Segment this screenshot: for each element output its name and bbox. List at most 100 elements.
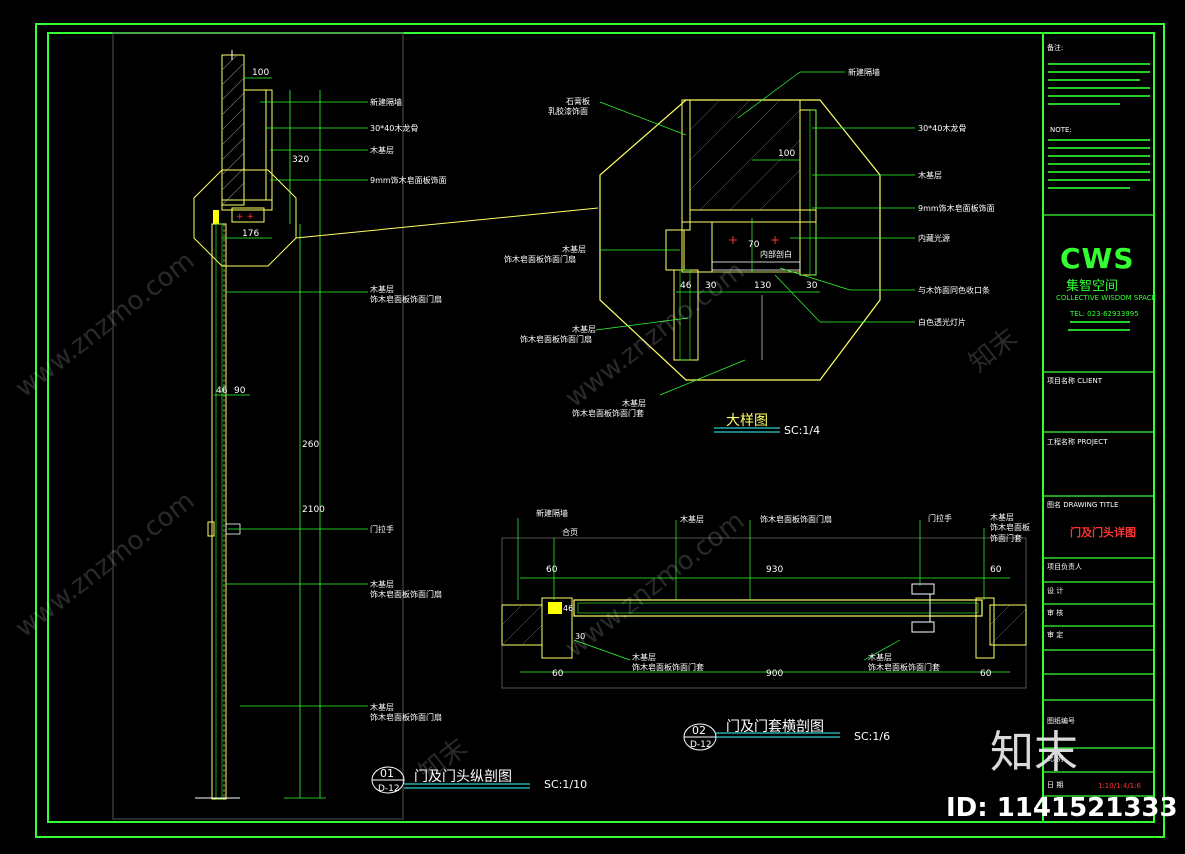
- view01-title-marker: [371, 766, 530, 794]
- view01-dimensions: [214, 77, 326, 799]
- dim-label: 100: [778, 149, 796, 159]
- annotation: 新建隔墙: [848, 68, 880, 77]
- view01-detail-callout: [193, 169, 297, 267]
- dim-label: 90: [234, 386, 246, 396]
- dim-label: 46: [680, 281, 692, 291]
- annotation: 30*40木龙骨: [370, 124, 419, 133]
- annotation: 门拉手: [370, 525, 394, 534]
- annotation: 石膏板: [566, 97, 590, 106]
- annotation: 木基层: [370, 703, 394, 712]
- annotation: 木基层: [370, 146, 394, 155]
- annotation: 木基层: [572, 325, 596, 334]
- check-label: 审 核: [1047, 609, 1064, 617]
- annotation: 木基层: [868, 653, 892, 662]
- company-name-cn: 集智空间: [1066, 279, 1119, 294]
- company-logo: CWS: [1060, 242, 1135, 275]
- drawn-label: 设 计: [1047, 587, 1064, 595]
- drawing-title-label: 图名 DRAWING TITLE: [1047, 501, 1119, 509]
- annotation: 乳胶漆饰面: [548, 107, 588, 116]
- dim-label: 320: [292, 155, 310, 165]
- annotation: 木基层: [370, 580, 394, 589]
- annotation: 木基层: [680, 515, 704, 524]
- view02-dimensions: [520, 577, 1010, 673]
- enlarged-title-underline: [714, 427, 780, 433]
- dim-label: 46: [563, 604, 574, 613]
- designer-label: 项目负责人: [1047, 563, 1082, 571]
- drawing-title: 门及门头详图: [1070, 526, 1136, 539]
- notes-text-lines: [1048, 63, 1150, 331]
- annotation: 木基层: [632, 653, 656, 662]
- enlarged-scale: SC:1/4: [784, 424, 821, 437]
- view02-geometry: [501, 583, 1027, 659]
- approve-label: 审 定: [1047, 631, 1064, 639]
- dim-label: 30: [575, 632, 586, 641]
- annotation: 饰木皂面板饰面门扇: [520, 335, 592, 344]
- annotation: 饰木皂面板饰面门扇: [370, 713, 442, 722]
- annotation: 木基层: [990, 513, 1014, 522]
- notes-en-header: NOTE:: [1050, 126, 1072, 134]
- dim-label: 2100: [302, 505, 325, 515]
- annotation: 饰木皂面板饰面门扇: [370, 590, 442, 599]
- view01-title: 门及门头纵剖图: [414, 769, 512, 785]
- outer-border: [35, 23, 1165, 838]
- view02-sheet-ref: D-12: [690, 740, 712, 750]
- view02-title-marker: [683, 723, 840, 751]
- annotation: 合页: [562, 528, 578, 537]
- view02-number: 02: [692, 724, 706, 737]
- notes-header: 备注:: [1047, 44, 1064, 52]
- annotation: 9mm饰木皂面板饰面: [370, 176, 447, 185]
- callout-connector: [295, 207, 599, 239]
- view01-leaders: [226, 101, 368, 707]
- enlarged-leaders: [595, 71, 915, 396]
- date-label: 日 期: [1047, 781, 1064, 789]
- annotation: 木基层: [918, 171, 942, 180]
- annotation: 饰木皂面板饰面门扇: [760, 515, 832, 524]
- dim-label: 176: [242, 229, 260, 239]
- enlarged-octagon: [599, 99, 881, 381]
- dim-label: 900: [766, 669, 784, 679]
- scale-label: 比 例: [1047, 755, 1064, 763]
- view01-viewport: [112, 32, 404, 820]
- dim-label: 70: [748, 240, 760, 250]
- view01-scale: SC:1/10: [544, 778, 588, 791]
- watermark-logo: 知末: [990, 727, 1078, 778]
- client-label: 项目名称 CLIENT: [1047, 377, 1103, 385]
- company-tel: TEL: 023-62933995: [1070, 310, 1139, 318]
- annotation: 木基层: [622, 399, 646, 408]
- dim-label: 60: [546, 565, 558, 575]
- svg-text:+: +: [770, 233, 780, 247]
- annotation: 饰木皂面板饰面门套: [868, 663, 940, 672]
- dim-label: 30: [705, 281, 717, 291]
- project-label: 工程名称 PROJECT: [1047, 438, 1108, 446]
- annotation: 新建隔墙: [370, 98, 402, 107]
- enlarged-dimensions: [676, 159, 820, 293]
- company-name-en: COLLECTIVE WISDOM SPACE: [1056, 294, 1157, 302]
- dim-label: 30: [806, 281, 818, 291]
- annotation: 新建隔墙: [536, 509, 568, 518]
- enlarged-title: 大样图: [726, 413, 768, 429]
- annotation: 饰木皂面板饰面门套: [572, 409, 644, 418]
- annotation: 门拉手: [928, 514, 952, 523]
- sheet-no-label: 图纸编号: [1047, 717, 1075, 725]
- title-block-grid: [1043, 214, 1154, 797]
- dim-label: 60: [990, 565, 1002, 575]
- dim-label: 130: [754, 281, 772, 291]
- view01-sheet-ref: D-12: [378, 784, 400, 794]
- annotation: 木基层: [370, 285, 394, 294]
- annotation: 白色透光灯片: [918, 318, 966, 327]
- annotation: 饰木皂面板饰面门扇: [504, 255, 576, 264]
- dim-label: 930: [766, 565, 784, 575]
- annotation: 内部剖白: [760, 250, 792, 259]
- annotation: 饰木皂面板饰面门套: [990, 523, 1030, 543]
- dim-label: 100: [252, 68, 270, 78]
- annotation: 内藏光源: [918, 234, 950, 243]
- annotation: 30*40木龙骨: [918, 124, 967, 133]
- annotation: 木基层: [562, 245, 586, 254]
- annotation: 与木饰面同色收口条: [918, 286, 990, 295]
- view02-leaders: [517, 518, 985, 661]
- dim-label: 46: [216, 386, 228, 396]
- annotation: 饰木皂面板饰面门扇: [370, 295, 442, 304]
- view01-geometry: + +: [195, 50, 273, 800]
- inner-border: [47, 32, 1155, 823]
